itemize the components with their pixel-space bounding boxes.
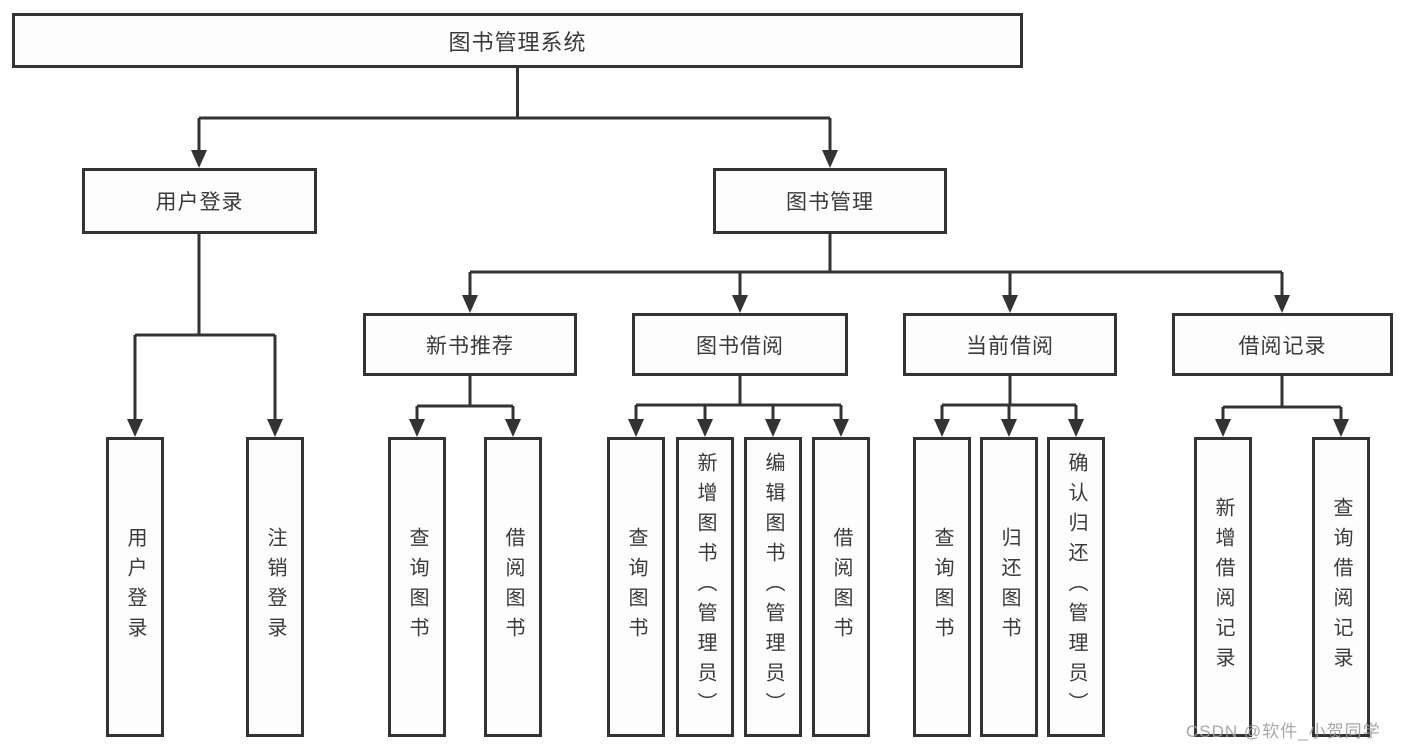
leaf-query-borrow-record: 查询借阅记录 — [1312, 437, 1370, 737]
leaf-confirm-return-admin-label: 确认归还（管理员） — [1065, 452, 1087, 722]
leaf-user-login: 用户登录 — [106, 437, 164, 737]
node-book-management-label: 图书管理 — [786, 191, 874, 214]
leaf-confirm-return-admin: 确认归还（管理员） — [1047, 437, 1105, 737]
node-new-book-recommend-label: 新书推荐 — [426, 334, 514, 358]
leaf-query-books-recommend: 查询图书 — [388, 437, 446, 737]
node-book-management: 图书管理 — [713, 168, 947, 234]
leaf-query-books-recommend-label: 查询图书 — [406, 527, 428, 647]
leaf-logout-label: 注销登录 — [264, 527, 286, 647]
leaf-edit-book-admin: 编辑图书（管理员） — [744, 437, 802, 737]
node-book-borrow: 图书借阅 — [632, 313, 848, 376]
node-root-system: 图书管理系统 — [12, 13, 1023, 68]
leaf-borrow-books-recommend-label: 借阅图书 — [502, 527, 524, 647]
leaf-add-book-admin: 新增图书（管理员） — [676, 437, 734, 737]
edge-book-borrow-to-leaves — [628, 376, 849, 437]
leaf-query-books-borrow-label: 查询图书 — [625, 527, 647, 647]
leaf-add-book-admin-label: 新增图书（管理员） — [694, 452, 716, 722]
leaf-borrow-books-label: 借阅图书 — [830, 527, 852, 647]
leaf-query-books-current-label: 查询图书 — [931, 527, 953, 647]
node-current-borrow: 当前借阅 — [903, 313, 1117, 376]
node-user-login-label: 用户登录 — [155, 191, 244, 214]
leaf-add-borrow-record-label: 新增借阅记录 — [1212, 497, 1234, 677]
leaf-edit-book-admin-label: 编辑图书（管理员） — [762, 452, 784, 722]
leaf-borrow-books-recommend: 借阅图书 — [484, 437, 542, 737]
leaf-user-login-label: 用户登录 — [124, 527, 146, 647]
leaf-borrow-books: 借阅图书 — [812, 437, 870, 737]
node-current-borrow-label: 当前借阅 — [966, 334, 1054, 358]
node-borrow-record: 借阅记录 — [1172, 313, 1393, 376]
edge-borrow-record-to-leaves — [1215, 376, 1349, 437]
leaf-return-book: 归还图书 — [980, 437, 1038, 737]
leaf-query-books-current: 查询图书 — [913, 437, 971, 737]
node-root-label: 图书管理系统 — [448, 29, 587, 55]
leaf-query-books-borrow: 查询图书 — [607, 437, 665, 737]
edge-new-book-recommend-to-leaves — [409, 376, 521, 437]
edge-current-borrow-to-leaves — [934, 376, 1084, 437]
leaf-logout: 注销登录 — [246, 437, 304, 737]
node-user-login: 用户登录 — [82, 168, 317, 234]
node-book-borrow-label: 图书借阅 — [696, 334, 784, 358]
leaf-return-book-label: 归还图书 — [998, 527, 1020, 647]
edge-user-login-to-leaves — [127, 234, 283, 437]
leaf-add-borrow-record: 新增借阅记录 — [1194, 437, 1252, 737]
csdn-watermark: CSDN @软件_小贺同学 — [1186, 722, 1381, 741]
edge-book-management-to-level3 — [462, 234, 1290, 313]
edge-root-to-level2 — [191, 68, 838, 168]
leaf-query-borrow-record-label: 查询借阅记录 — [1330, 497, 1352, 677]
node-new-book-recommend: 新书推荐 — [363, 313, 577, 376]
node-borrow-record-label: 借阅记录 — [1238, 334, 1327, 358]
